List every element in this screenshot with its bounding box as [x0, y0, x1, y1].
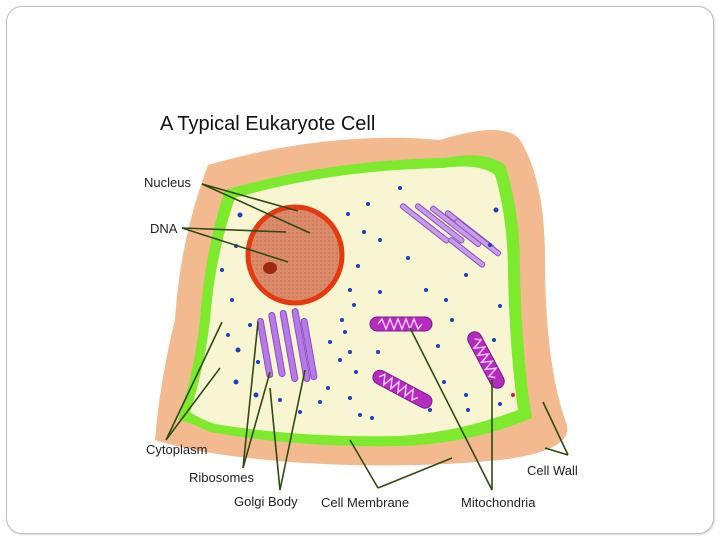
label-cytoplasm: Cytoplasm — [146, 442, 207, 457]
mitochondria — [369, 316, 505, 409]
label-cell-membrane: Cell Membrane — [321, 495, 409, 510]
label-mitochondria: Mitochondria — [461, 495, 536, 510]
golgi-body — [256, 308, 318, 382]
label-nucleus: Nucleus — [144, 175, 191, 190]
label-ribosomes: Ribosomes — [189, 470, 255, 485]
label-dna: DNA — [150, 221, 178, 236]
label-golgi-body: Golgi Body — [234, 494, 298, 509]
ribosomes — [220, 186, 502, 420]
leader-lines — [165, 183, 569, 491]
label-cell-wall: Cell Wall — [527, 463, 578, 478]
cytoplasm — [190, 166, 518, 437]
golgi-upper — [399, 203, 501, 268]
diagram-title: A Typical Eukaryote Cell — [160, 113, 375, 135]
nucleolus — [263, 262, 277, 274]
